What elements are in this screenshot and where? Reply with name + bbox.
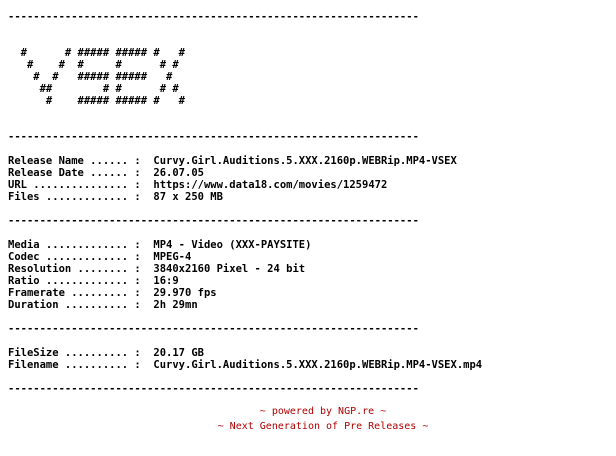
nfo-line: ----------------------------------------… xyxy=(8,323,419,335)
nfo-line: ----------------------------------------… xyxy=(8,11,419,23)
nfo-line: Framerate ......... : 29.970 fps xyxy=(8,287,217,299)
nfo-line: Release Date ...... : 26.07.05 xyxy=(8,167,204,179)
nfo-line xyxy=(8,227,482,239)
nfo-line: # # ##### ##### # # xyxy=(8,47,186,59)
nfo-line: Ratio ............. : 16:9 xyxy=(8,275,179,287)
nfo-line: ----------------------------------------… xyxy=(8,215,419,227)
nfo-line xyxy=(8,119,482,131)
nfo-line xyxy=(8,371,482,383)
nfo-line: URL ............... : https://www.data18… xyxy=(8,179,388,191)
nfo-line xyxy=(8,107,482,119)
nfo-line: # # # # # # xyxy=(8,59,179,71)
nfo-line xyxy=(8,203,482,215)
nfo-text-block: ----------------------------------------… xyxy=(8,11,482,395)
nfo-line: ----------------------------------------… xyxy=(8,131,419,143)
nfo-line: ## # # # # xyxy=(8,83,179,95)
footer-powered-by: ~ powered by NGP.re ~ xyxy=(259,406,387,417)
nfo-line xyxy=(8,311,482,323)
nfo-line: Filename .......... : Curvy.Girl.Auditio… xyxy=(8,359,483,371)
nfo-line: Release Name ...... : Curvy.Girl.Auditio… xyxy=(8,155,457,167)
nfo-line: # # ##### ##### # xyxy=(8,71,173,83)
nfo-line: Media ............. : MP4 - Video (XXX-P… xyxy=(8,239,312,251)
nfo-line: Duration .......... : 2h 29mn xyxy=(8,299,198,311)
nfo-line: Files ............. : 87 x 250 MB xyxy=(8,191,223,203)
nfo-line xyxy=(8,335,482,347)
footer: ~ powered by NGP.re ~ ~ Next Generation … xyxy=(0,404,616,434)
nfo-line: # ##### ##### # # xyxy=(8,95,186,107)
nfo-line xyxy=(8,143,482,155)
nfo-line: ----------------------------------------… xyxy=(8,383,419,395)
nfo-line: Resolution ........ : 3840x2160 Pixel - … xyxy=(8,263,306,275)
nfo-line: FileSize .......... : 20.17 GB xyxy=(8,347,204,359)
nfo-line: Codec ............. : MPEG-4 xyxy=(8,251,192,263)
footer-tagline: ~ Next Generation of Pre Releases ~ xyxy=(217,421,429,432)
nfo-line xyxy=(8,23,482,35)
nfo-line xyxy=(8,35,482,47)
